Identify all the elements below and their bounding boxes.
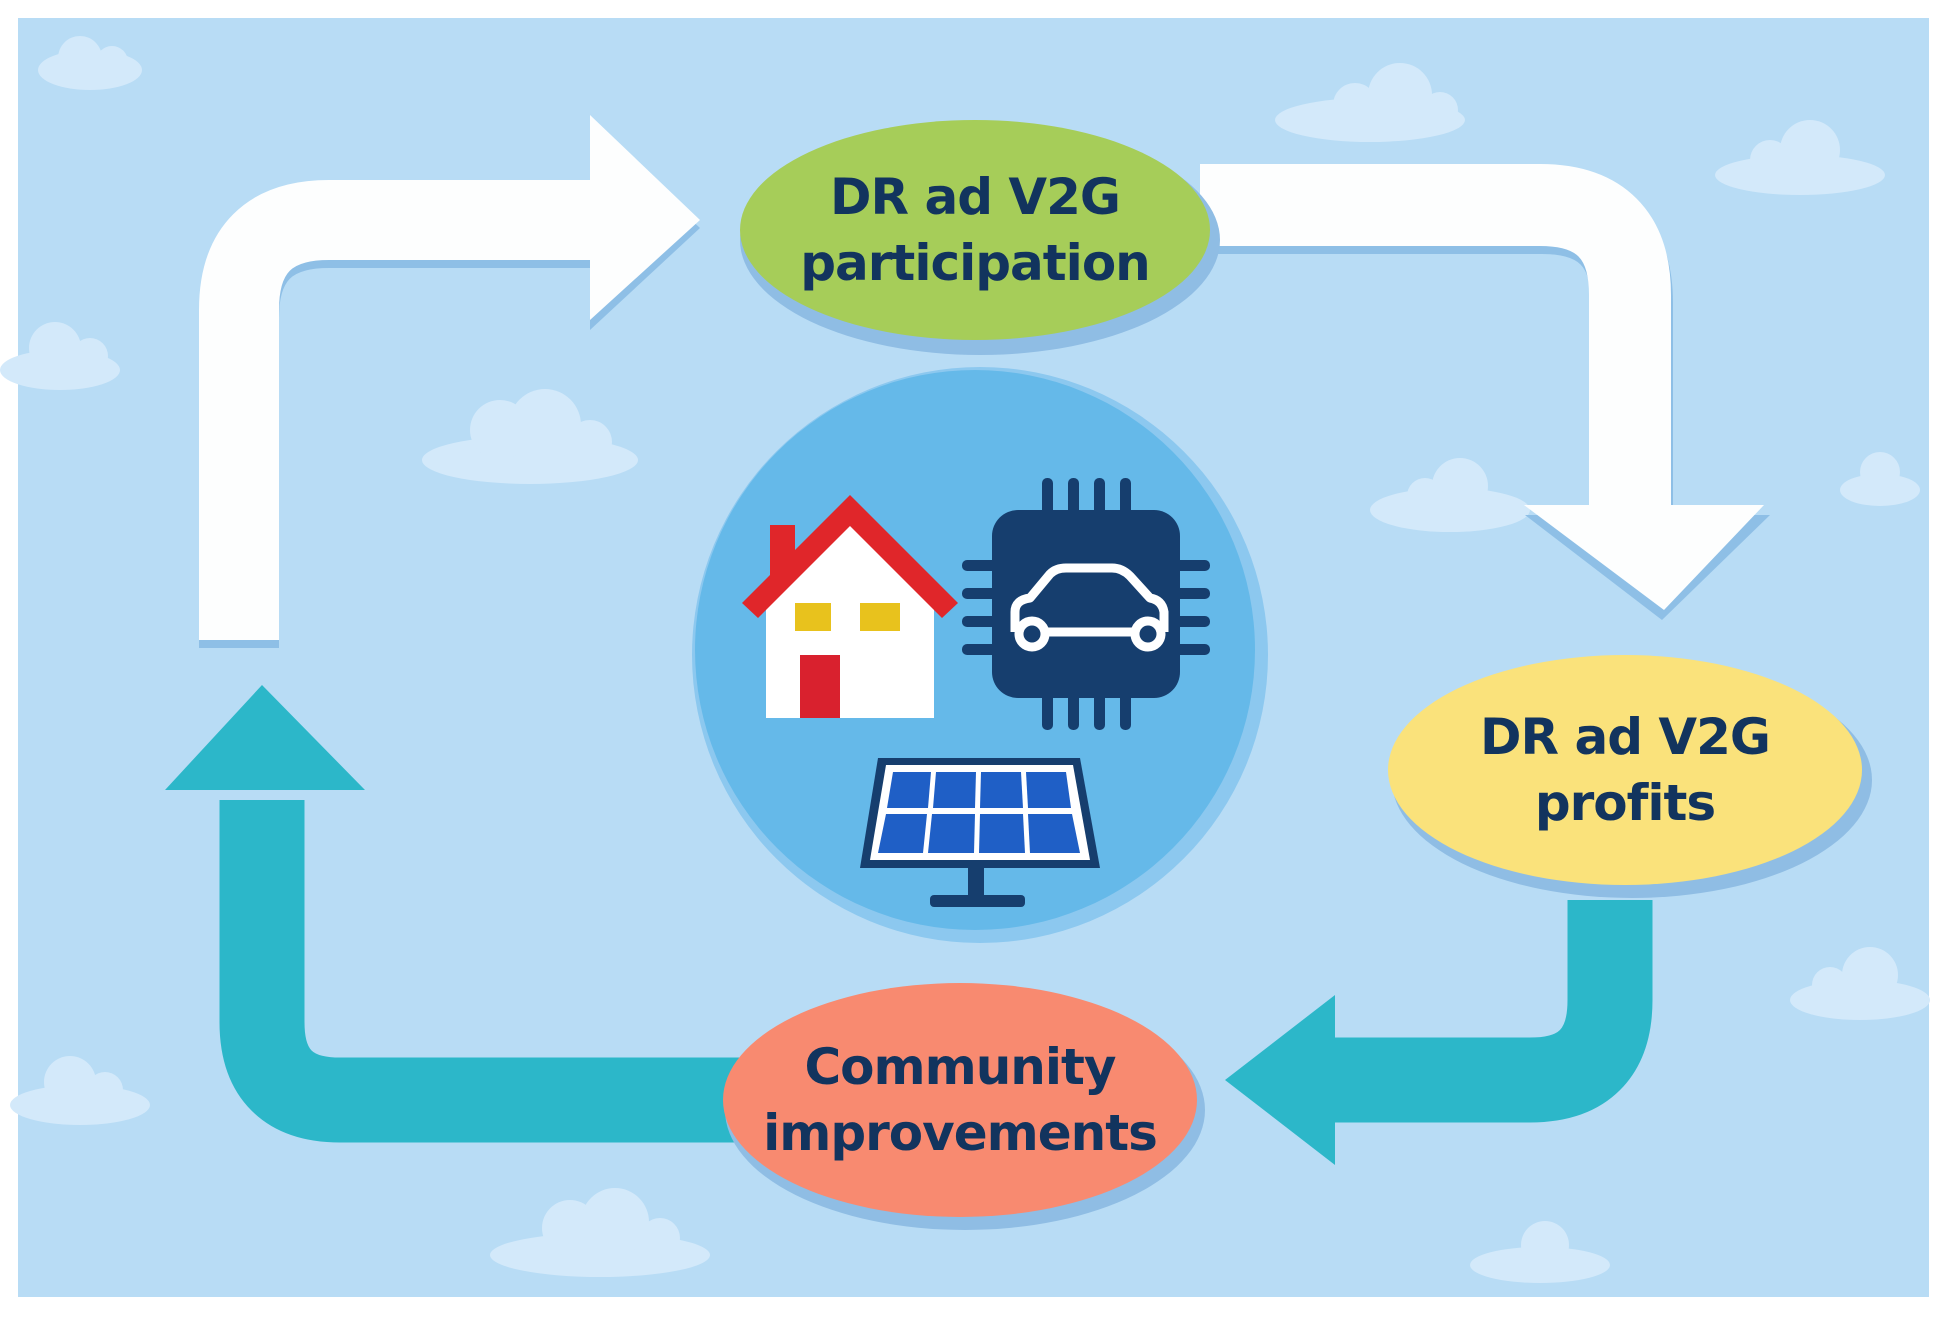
flow-arrow-to-profits (1200, 164, 1770, 620)
return-arrow-profits-to-community (1225, 900, 1653, 1165)
clouds (0, 36, 1930, 1283)
cloud (10, 1056, 150, 1125)
cloud (1470, 1221, 1610, 1283)
cloud (1715, 120, 1885, 195)
cloud (1275, 63, 1465, 142)
cloud (1840, 452, 1920, 506)
car-outline (1010, 563, 1169, 652)
cloud (0, 322, 120, 390)
flow-arrow-to-participation (199, 115, 700, 648)
cloud (490, 1188, 710, 1277)
participation-node-fill (740, 120, 1210, 340)
cloud (38, 36, 142, 90)
cloud (422, 389, 638, 484)
ev-chip-icon (962, 478, 1210, 730)
return-arrow-community-to-participation (165, 685, 740, 1143)
cloud (1370, 458, 1530, 532)
solar-panel-icon (860, 758, 1100, 907)
house-icon (742, 495, 958, 718)
community-node-fill (723, 983, 1197, 1217)
cloud (1790, 947, 1930, 1020)
profits-node-fill (1388, 655, 1862, 885)
